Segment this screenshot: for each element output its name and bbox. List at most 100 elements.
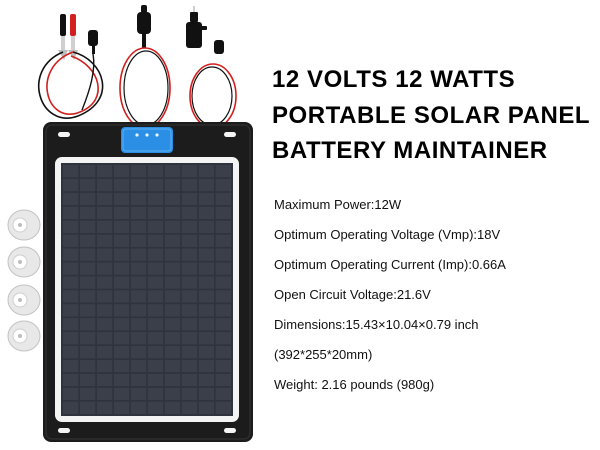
solar-cell xyxy=(198,192,215,206)
solar-cell xyxy=(113,234,130,247)
solar-cell xyxy=(198,387,215,401)
solar-panel-icon xyxy=(43,122,253,442)
solar-cell xyxy=(147,332,164,345)
suction-cup-icon xyxy=(7,209,41,241)
solar-cell xyxy=(113,318,130,331)
solar-cell xyxy=(63,234,79,247)
solar-cell xyxy=(147,290,164,303)
solar-cell xyxy=(215,387,231,401)
solar-cell xyxy=(79,387,96,401)
solar-cell xyxy=(215,178,231,192)
solar-cell xyxy=(63,192,79,206)
solar-cell xyxy=(181,318,198,331)
solar-cell xyxy=(181,234,198,247)
solar-cell xyxy=(215,345,231,359)
solar-cell xyxy=(63,206,79,220)
solar-cell xyxy=(198,178,215,192)
solar-cell xyxy=(181,262,198,275)
solar-cell xyxy=(113,276,130,289)
solar-cell xyxy=(113,220,130,234)
solar-cell xyxy=(215,290,231,303)
solar-cell xyxy=(79,345,96,359)
solar-cell xyxy=(130,318,147,331)
solar-cell xyxy=(215,401,231,414)
solar-cell xyxy=(79,206,96,220)
solar-cell xyxy=(147,220,164,234)
solar-cell xyxy=(147,165,164,178)
solar-cell xyxy=(63,345,79,359)
solar-cell xyxy=(79,304,96,317)
spec-dimensions-inch: Dimensions:15.43×10.04×0.79 inch xyxy=(274,317,479,332)
solar-cell xyxy=(164,262,181,275)
solar-cell xyxy=(96,387,113,401)
solar-cell xyxy=(215,234,231,247)
spec-list: Maximum Power:12W Optimum Operating Volt… xyxy=(274,196,598,406)
solar-cell xyxy=(164,359,181,373)
solar-cell xyxy=(147,387,164,401)
solar-cell xyxy=(147,345,164,359)
solar-cell xyxy=(147,248,164,261)
solar-cell xyxy=(63,373,79,387)
solar-cell xyxy=(113,332,130,345)
solar-cell xyxy=(198,220,215,234)
solar-cell xyxy=(130,359,147,373)
solar-cell xyxy=(215,165,231,178)
solar-cell xyxy=(63,178,79,192)
solar-cell xyxy=(147,318,164,331)
solar-cell xyxy=(215,220,231,234)
solar-cell xyxy=(79,332,96,345)
cable-sae xyxy=(119,5,171,129)
solar-cell xyxy=(164,220,181,234)
solar-cell xyxy=(198,165,215,178)
solar-cell xyxy=(79,290,96,303)
solar-cell xyxy=(63,220,79,234)
spec-operating-current: Optimum Operating Current (Imp):0.66A xyxy=(274,257,506,272)
junction-box-icon xyxy=(121,127,173,153)
solar-cell xyxy=(215,359,231,373)
solar-cell xyxy=(96,401,113,414)
solar-cell xyxy=(130,234,147,247)
solar-cell xyxy=(63,318,79,331)
title-line: 12 VOLTS 12 WATTS xyxy=(272,66,516,93)
solar-cell xyxy=(215,373,231,387)
solar-cell xyxy=(181,220,198,234)
solar-cell xyxy=(181,276,198,289)
suction-cup-icon xyxy=(7,320,41,352)
solar-cell xyxy=(79,248,96,261)
solar-cell xyxy=(147,178,164,192)
solar-cell xyxy=(147,206,164,220)
solar-cell xyxy=(63,387,79,401)
solar-cell xyxy=(198,304,215,317)
solar-cell xyxy=(181,332,198,345)
solar-cell xyxy=(113,387,130,401)
solar-cell xyxy=(113,359,130,373)
solar-cell xyxy=(63,262,79,275)
solar-cell xyxy=(113,290,130,303)
solar-cell xyxy=(96,262,113,275)
solar-cell xyxy=(215,206,231,220)
solar-cell xyxy=(164,192,181,206)
sae-connector-icon xyxy=(88,30,98,54)
solar-cell xyxy=(198,345,215,359)
solar-cell xyxy=(79,373,96,387)
solar-cell xyxy=(96,165,113,178)
solar-cell xyxy=(113,262,130,275)
solar-cell xyxy=(130,345,147,359)
solar-cell xyxy=(181,248,198,261)
solar-cell xyxy=(96,192,113,206)
solar-cell xyxy=(215,304,231,317)
solar-cell xyxy=(63,290,79,303)
solar-cell xyxy=(96,234,113,247)
spec-weight: Weight: 2.16 pounds (980g) xyxy=(274,377,435,392)
solar-cell xyxy=(198,332,215,345)
solar-cell xyxy=(96,345,113,359)
solar-cell xyxy=(130,220,147,234)
product-title: 12 VOLTS 12 WATTS PORTABLE SOLAR PANEL B… xyxy=(272,62,600,169)
product-illustration xyxy=(7,5,253,442)
solar-cell xyxy=(147,304,164,317)
solar-cell xyxy=(113,192,130,206)
solar-cell xyxy=(198,318,215,331)
solar-cell xyxy=(147,276,164,289)
solar-cell xyxy=(113,373,130,387)
solar-cell xyxy=(79,276,96,289)
